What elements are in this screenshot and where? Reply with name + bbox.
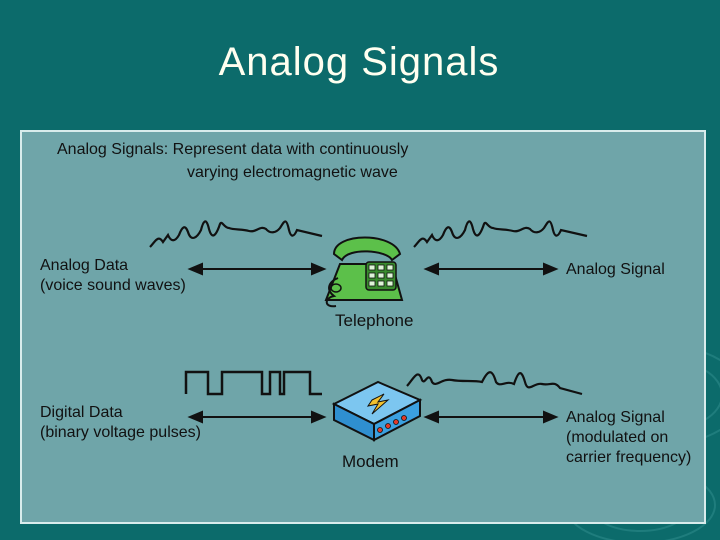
analog-data-label: Analog Data [40,257,129,274]
data-arrow-left-top [187,262,327,276]
digital-square-wave [184,370,322,396]
diagram-graphics [149,220,588,442]
diagram-panel: Analog Signals: Represent data with cont… [20,130,706,524]
analog-data-sublabel: (voice sound waves) [40,277,186,294]
modulated-note: (modulated on [566,429,669,446]
definition-line-1: Analog Signals: Represent data with cont… [57,141,409,158]
modulated-wave-right [406,371,583,396]
signal-arrow-right-top [423,262,559,276]
digital-data-sublabel: (binary voltage pulses) [40,424,201,441]
slide-title: Analog Signals [218,40,500,84]
telephone-label: Telephone [335,311,414,330]
analog-wave-right [413,220,588,248]
voice-wave-left [149,220,323,248]
digital-data-label: Digital Data [40,404,123,421]
modem-label: Modem [342,452,399,471]
analog-signal-label-top: Analog Signal [566,261,665,278]
analog-signal-label-bottom: Analog Signal [566,409,665,426]
definition-line-2: varying electromagnetic wave [187,164,398,181]
signal-arrow-right-bottom [423,410,559,424]
carrier-frequency-note: carrier frequency) [566,449,692,466]
telephone-icon [324,236,404,308]
data-arrow-left-bottom [187,410,327,424]
modem-icon [331,380,423,442]
